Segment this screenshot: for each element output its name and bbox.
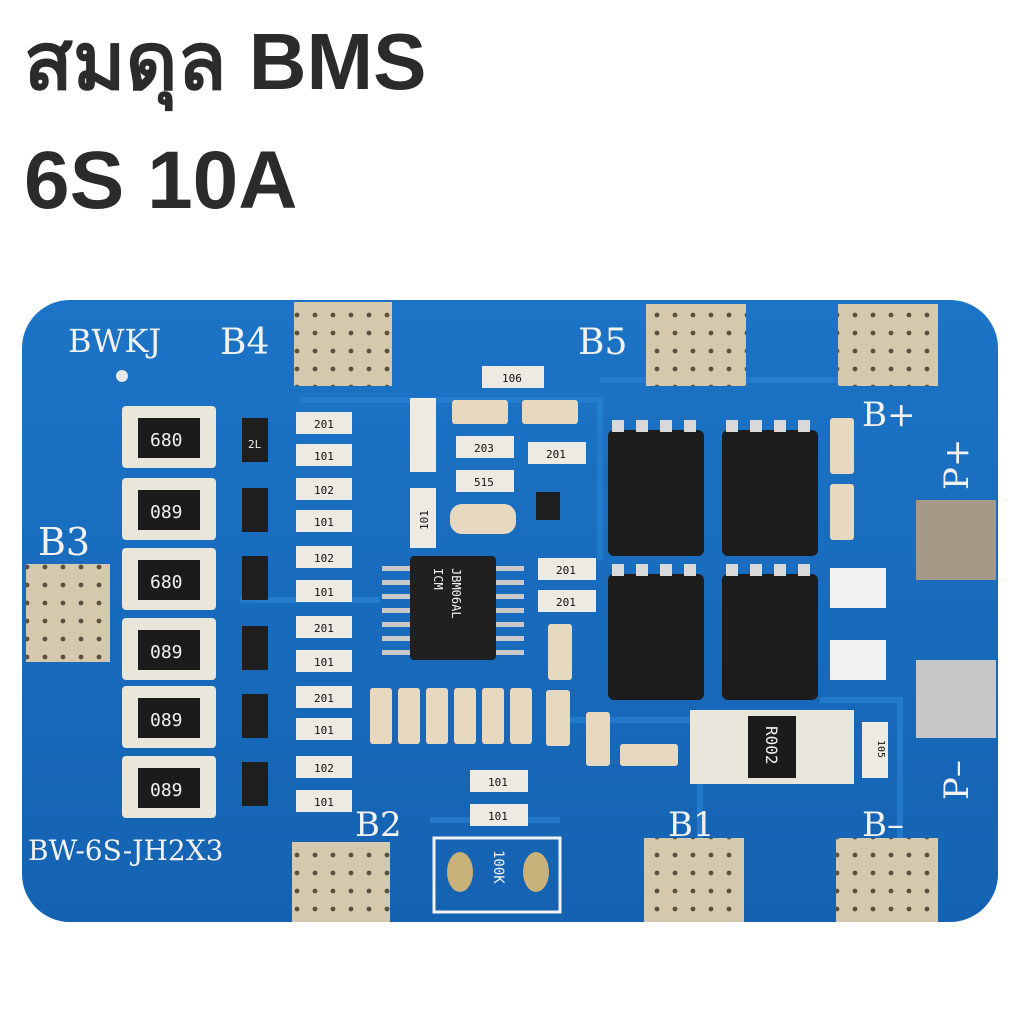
balance-resistor: 089 (122, 686, 216, 748)
small-resistor-label: 101 (314, 724, 334, 737)
small-resistors-left: 201 101 102 101 102 101 201 101 201 101 … (296, 412, 352, 812)
protection-ic: ICM JBM06AL (382, 556, 524, 660)
pad-label-p-minus: P– (937, 760, 977, 800)
smd-component (830, 640, 886, 680)
smd-capacitor (830, 418, 854, 474)
smd-capacitor (548, 624, 572, 680)
current-shunt: R002 (690, 710, 854, 784)
balance-resistor: 089 (122, 618, 216, 680)
pad-b-minus (836, 838, 938, 922)
balance-resistor: 680 (122, 406, 216, 468)
pad-b5 (646, 304, 746, 386)
small-resistor-label: 102 (314, 552, 334, 565)
balance-resistor-label: 680 (150, 572, 183, 593)
small-resistor-label: 101 (314, 796, 334, 809)
pad-label-p-plus: P+ (937, 439, 977, 490)
balance-resistor-label: 089 (150, 502, 183, 523)
mosfet-array (608, 420, 818, 700)
smd-component (830, 568, 886, 608)
ic-marking-brand: ICM (431, 568, 445, 590)
balance-resistor-label: 089 (150, 780, 183, 801)
smd-capacitor (450, 504, 516, 534)
pad-b4 (294, 302, 392, 386)
small-resistor-label: 201 (314, 418, 334, 431)
small-resistor-label: 105 (875, 740, 886, 758)
smd-capacitor (522, 400, 578, 424)
small-resistor-label: 201 (556, 564, 576, 577)
ic-marking-part: JBM06AL (449, 568, 463, 619)
mosfet (722, 564, 818, 700)
small-resistor-label: 101 (314, 656, 334, 669)
pad-label-b-plus: B+ (862, 395, 915, 435)
transistor-column (242, 418, 268, 806)
pad-b3 (26, 564, 110, 662)
transistor-marking: 2L (248, 438, 262, 451)
small-resistor-label: 101 (418, 510, 431, 530)
pad-label-b5: B5 (578, 322, 627, 363)
balance-resistor-label: 089 (150, 710, 183, 731)
balance-resistor-label: 089 (150, 642, 183, 663)
pad-b1 (644, 838, 744, 922)
balance-resistor-label: 680 (150, 430, 183, 451)
small-resistor-label: 201 (314, 692, 334, 705)
small-resistor-label: 201 (556, 596, 576, 609)
title-line-2: 6S 10A (24, 135, 298, 226)
smd-capacitor (586, 712, 610, 766)
smd-capacitor (830, 484, 854, 540)
pad-b2 (292, 842, 390, 922)
pad-p-minus (916, 660, 996, 738)
pad-label-b2: B2 (355, 805, 402, 845)
sot-transistor (242, 694, 268, 738)
trimpot-footprint: 100K (432, 836, 562, 914)
mosfet (722, 420, 818, 556)
small-resistor-label: 101 (488, 810, 508, 823)
sot-transistor (242, 418, 268, 462)
smd-capacitor (452, 400, 508, 424)
board-model: BW-6S-JH2X3 (28, 834, 223, 867)
mosfet (608, 564, 704, 700)
small-resistor-label: 201 (546, 448, 566, 461)
small-resistor-label: 515 (474, 476, 494, 489)
pad-b-plus (838, 304, 938, 386)
shunt-label: R002 (762, 726, 781, 765)
small-resistor-label: 102 (314, 762, 334, 775)
pad-label-b3: B3 (38, 520, 90, 564)
small-resistor-label: 101 (314, 450, 334, 463)
sot-transistor (536, 492, 560, 520)
mosfet (608, 420, 704, 556)
sot-transistor (242, 488, 268, 532)
pad-label-b4: B4 (220, 322, 269, 363)
smd-capacitor (546, 690, 570, 746)
small-resistor-label: 101 (314, 516, 334, 529)
small-resistor-label: 102 (314, 484, 334, 497)
small-resistor-label: 203 (474, 442, 494, 455)
small-resistor-label: 201 (314, 622, 334, 635)
balance-resistor: 680 (122, 548, 216, 610)
trimpot-label: 100K (490, 850, 506, 884)
small-resistor-label: 101 (314, 586, 334, 599)
balance-resistor: 089 (122, 756, 216, 818)
balance-resistors: 680 089 680 089 089 089 (122, 406, 216, 818)
pad-p-plus (916, 500, 996, 580)
sot-transistor (242, 626, 268, 670)
sot-transistor (242, 762, 268, 806)
small-resistors-center: 106 203 515 201 101 201 201 (410, 366, 678, 766)
mounting-dot (116, 370, 128, 382)
sot-transistor (242, 556, 268, 600)
small-resistor-label: 106 (502, 372, 522, 385)
capacitor-row (370, 688, 532, 744)
smd-capacitor (620, 744, 678, 766)
board-brand: BWKJ (68, 322, 161, 360)
vertical-resistor (410, 398, 436, 472)
small-resistor-label: 101 (488, 776, 508, 789)
title-line-1: สมดุล BMS (24, 17, 427, 106)
balance-resistor: 089 (122, 478, 216, 540)
